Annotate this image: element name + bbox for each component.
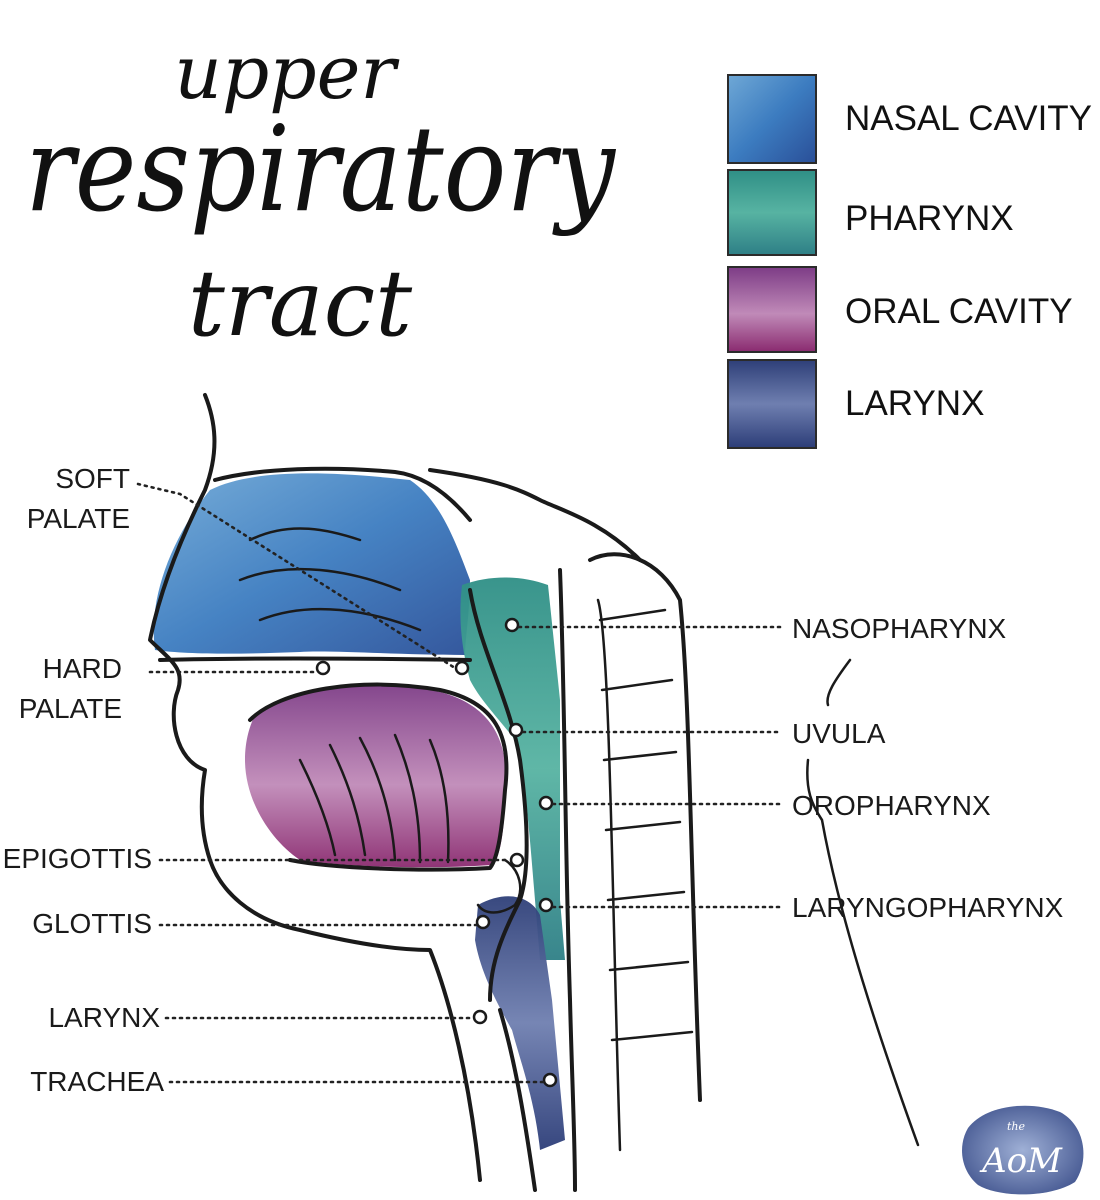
title-line-respiratory: respiratory	[25, 100, 616, 238]
nasal-conchae-lines	[238, 527, 422, 632]
pharynx-region	[460, 577, 565, 960]
nasal-roof-outline	[213, 466, 472, 522]
legend-swatch-pharynx	[727, 169, 817, 256]
left-labels: SOFT PALATE HARD PALATE EPIGOTTIS GLOTTI…	[3, 463, 165, 1097]
marker-epiglottis	[509, 852, 525, 868]
hard-palate-outline	[158, 656, 472, 662]
marker-trachea	[542, 1072, 558, 1088]
tongue-muscle-lines	[298, 733, 450, 864]
label-nasopharynx: NASOPHARYNX	[792, 613, 1007, 644]
marker-laryngopharynx	[538, 897, 554, 913]
anterior-pharynx-wall	[468, 588, 529, 1002]
right-labels: NASOPHARYNX UVULA OROPHARYNX LARYNGOPHAR…	[792, 613, 1064, 923]
label-epiglottis: EPIGOTTIS	[3, 843, 152, 874]
cervical-spine	[588, 552, 702, 1152]
marker-hard-palate	[315, 660, 331, 676]
nasal-cavity-region	[153, 473, 471, 655]
skull-contour	[428, 468, 642, 562]
marker-oropharynx	[538, 795, 554, 811]
legend-swatch-nasal-cavity	[727, 74, 817, 164]
epiglottis-outline	[476, 858, 522, 914]
legend: NASAL CAVITY PHARYNX ORAL CAVITY LARYNX	[727, 74, 1092, 449]
pharynx-bracket	[806, 658, 920, 1147]
legend-label-nasal-cavity: NASAL CAVITY	[845, 99, 1092, 138]
marker-glottis	[475, 914, 491, 930]
legend-swatch-larynx	[727, 359, 817, 449]
legend-label-pharynx: PHARYNX	[845, 199, 1014, 238]
label-uvula: UVULA	[792, 718, 886, 749]
leader-soft-palate	[136, 482, 457, 670]
logo-watercolor-blob	[962, 1105, 1084, 1195]
marker-uvula	[508, 722, 524, 738]
face-profile-outline	[148, 393, 482, 1182]
tongue-outline	[248, 682, 509, 872]
legend-label-larynx: LARYNX	[845, 384, 984, 423]
label-larynx: LARYNX	[48, 1002, 160, 1033]
trachea-outline	[498, 1008, 537, 1192]
head-illustration	[148, 393, 702, 1192]
legend-swatch-oral-cavity	[727, 266, 817, 353]
larynx-region	[475, 896, 565, 1150]
label-glottis: GLOTTIS	[32, 908, 152, 939]
label-trachea: TRACHEA	[30, 1066, 164, 1097]
leader-lines	[136, 482, 782, 1084]
posterior-pharynx-wall	[558, 568, 577, 1192]
title-line-upper: upper	[174, 30, 400, 116]
marker-nasopharynx	[504, 617, 520, 633]
title: upper respiratory tract	[25, 30, 616, 357]
label-soft-palate-line1: SOFT	[55, 463, 130, 494]
label-hard-palate-line1: HARD	[43, 653, 122, 684]
aom-logo: the AoM	[962, 1105, 1084, 1195]
label-oropharynx: OROPHARYNX	[792, 790, 991, 821]
logo-mark-text: AoM	[979, 1141, 1063, 1181]
point-markers	[315, 617, 558, 1088]
title-line-tract: tract	[188, 250, 413, 357]
legend-label-oral-cavity: ORAL CAVITY	[845, 292, 1073, 331]
label-hard-palate-line2: PALATE	[19, 693, 122, 724]
label-soft-palate-line2: PALATE	[27, 503, 130, 534]
marker-larynx	[472, 1009, 488, 1025]
oral-cavity-region	[245, 683, 506, 868]
logo-small-text: the	[1007, 1120, 1026, 1133]
marker-soft-palate	[454, 660, 470, 676]
label-laryngopharynx: LARYNGOPHARYNX	[792, 892, 1064, 923]
